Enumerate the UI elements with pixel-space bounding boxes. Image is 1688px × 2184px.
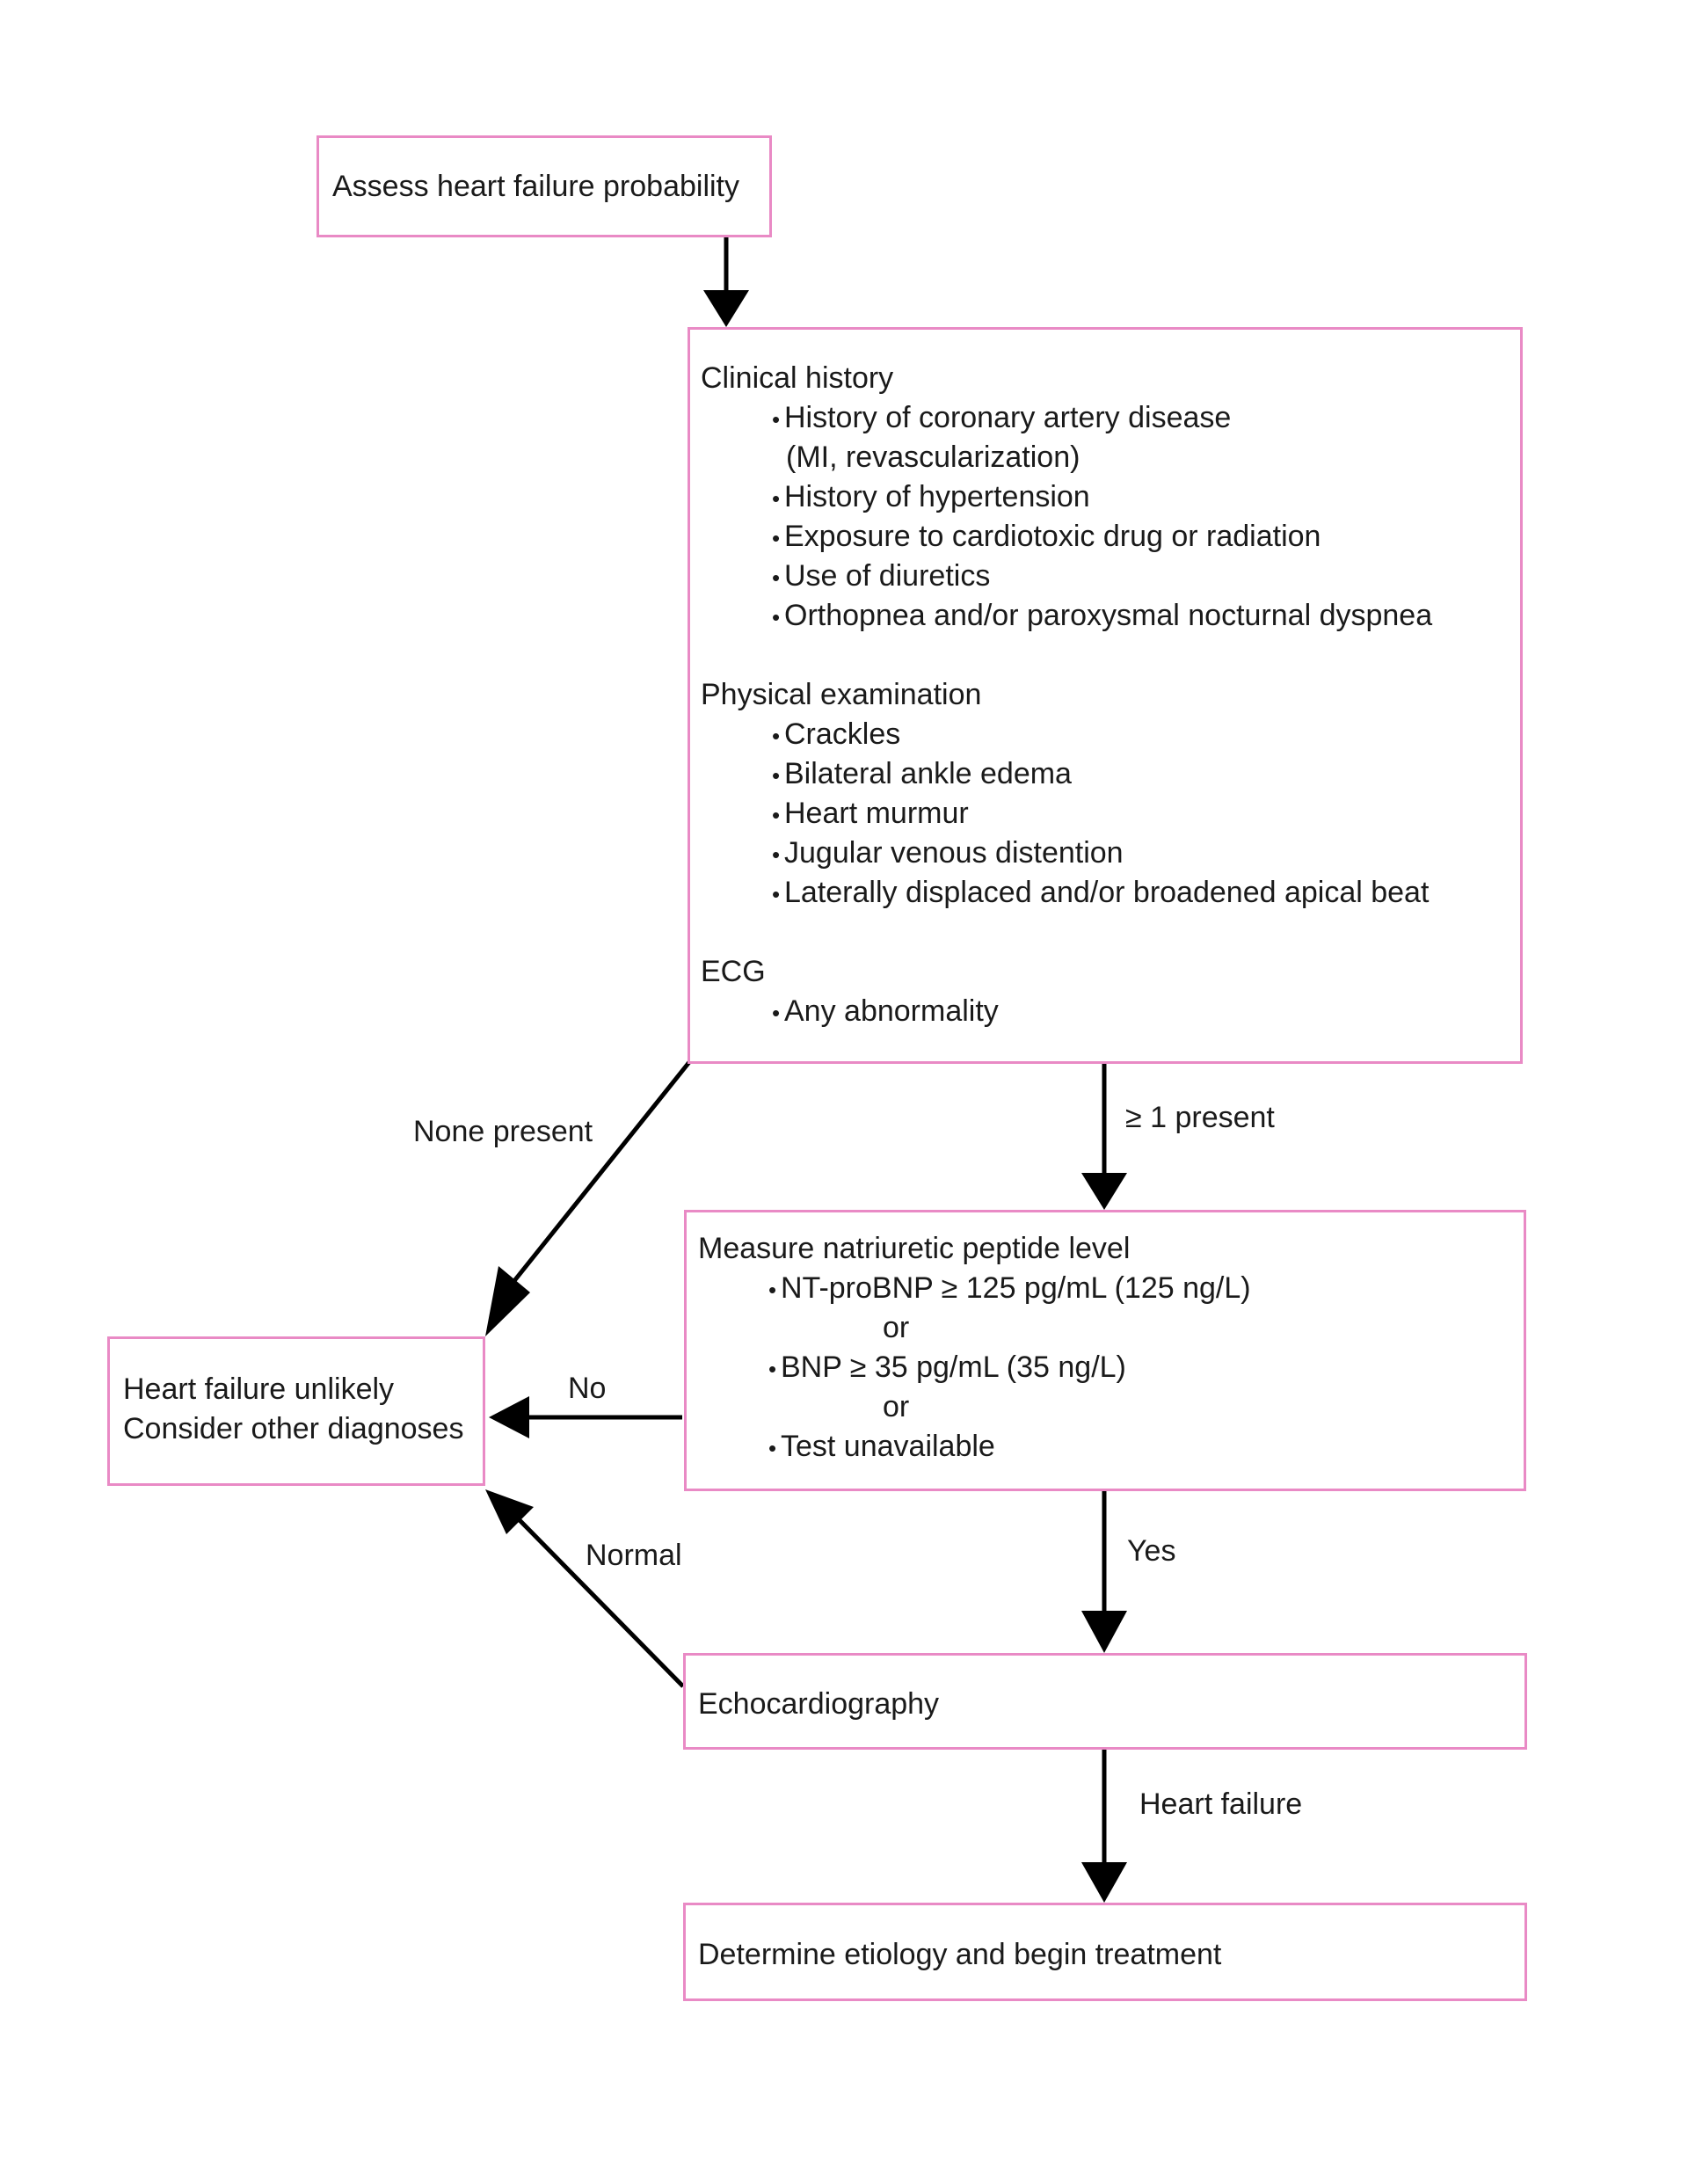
- physical-exam-heading: Physical examination: [701, 678, 982, 711]
- edge-label-no: No: [568, 1372, 607, 1405]
- arrowhead-none-present: [485, 1266, 530, 1336]
- node-echo: [683, 1653, 1527, 1750]
- arrowhead-clinical-to-natriuretic: [1081, 1173, 1127, 1210]
- node-clinical: [688, 327, 1523, 1064]
- natriuretic-or: or: [883, 1390, 910, 1423]
- node-unlikely: [107, 1336, 485, 1486]
- clinical-history-item: History of hypertension: [772, 477, 1090, 519]
- arrowhead-assess-to-clinical: [703, 290, 749, 327]
- node-assess: [316, 135, 772, 237]
- arrowhead-no: [489, 1396, 529, 1438]
- physical-exam-item: Jugular venous distention: [772, 834, 1124, 875]
- natriuretic-item: Test unavailable: [768, 1427, 995, 1468]
- arrowhead-yes: [1081, 1611, 1127, 1653]
- edge-label-heart-failure: Heart failure: [1139, 1787, 1303, 1821]
- edge-label-none-present: None present: [413, 1115, 593, 1148]
- determine-text: Determine etiology and begin treatment: [698, 1938, 1222, 1971]
- edge-label-yes: Yes: [1127, 1534, 1176, 1568]
- natriuretic-item: BNP ≥ 35 pg/mL (35 ng/L): [768, 1348, 1126, 1389]
- arrow-none-present: [512, 1060, 691, 1284]
- clinical-history-item: Use of diuretics: [772, 557, 990, 598]
- physical-exam-item: Laterally displaced and/or broadened api…: [772, 873, 1429, 914]
- echo-text: Echocardiography: [698, 1687, 940, 1721]
- ecg-item: Any abnormality: [772, 992, 999, 1033]
- clinical-history-item: Exposure to cardiotoxic drug or radiatio…: [772, 517, 1321, 558]
- unlikely-line1: Heart failure unlikely: [123, 1372, 395, 1406]
- unlikely-line2: Consider other diagnoses: [123, 1412, 464, 1445]
- ecg-heading: ECG: [701, 955, 766, 988]
- edge-label-one-present: ≥ 1 present: [1125, 1101, 1275, 1134]
- physical-exam-item: Heart murmur: [772, 794, 969, 835]
- edge-label-normal: Normal: [586, 1539, 682, 1572]
- natriuretic-or: or: [883, 1311, 910, 1344]
- clinical-history-heading: Clinical history: [701, 361, 894, 395]
- natriuretic-heading: Measure natriuretic peptide level: [698, 1232, 1131, 1265]
- natriuretic-item: NT-proBNP ≥ 125 pg/mL (125 ng/L): [768, 1269, 1251, 1310]
- node-assess-text: Assess heart failure probability: [332, 170, 740, 203]
- clinical-history-item: Orthopnea and/or paroxysmal nocturnal dy…: [772, 596, 1432, 637]
- arrowhead-heart-failure: [1081, 1862, 1127, 1903]
- clinical-history-item: History of coronary artery disease: [772, 398, 1231, 440]
- arrowhead-normal: [485, 1489, 534, 1534]
- physical-exam-item: Bilateral ankle edema: [772, 754, 1072, 796]
- node-determine: [683, 1903, 1527, 2001]
- physical-exam-item: Crackles: [772, 715, 900, 756]
- clinical-history-item-continuation: (MI, revascularization): [786, 440, 1080, 474]
